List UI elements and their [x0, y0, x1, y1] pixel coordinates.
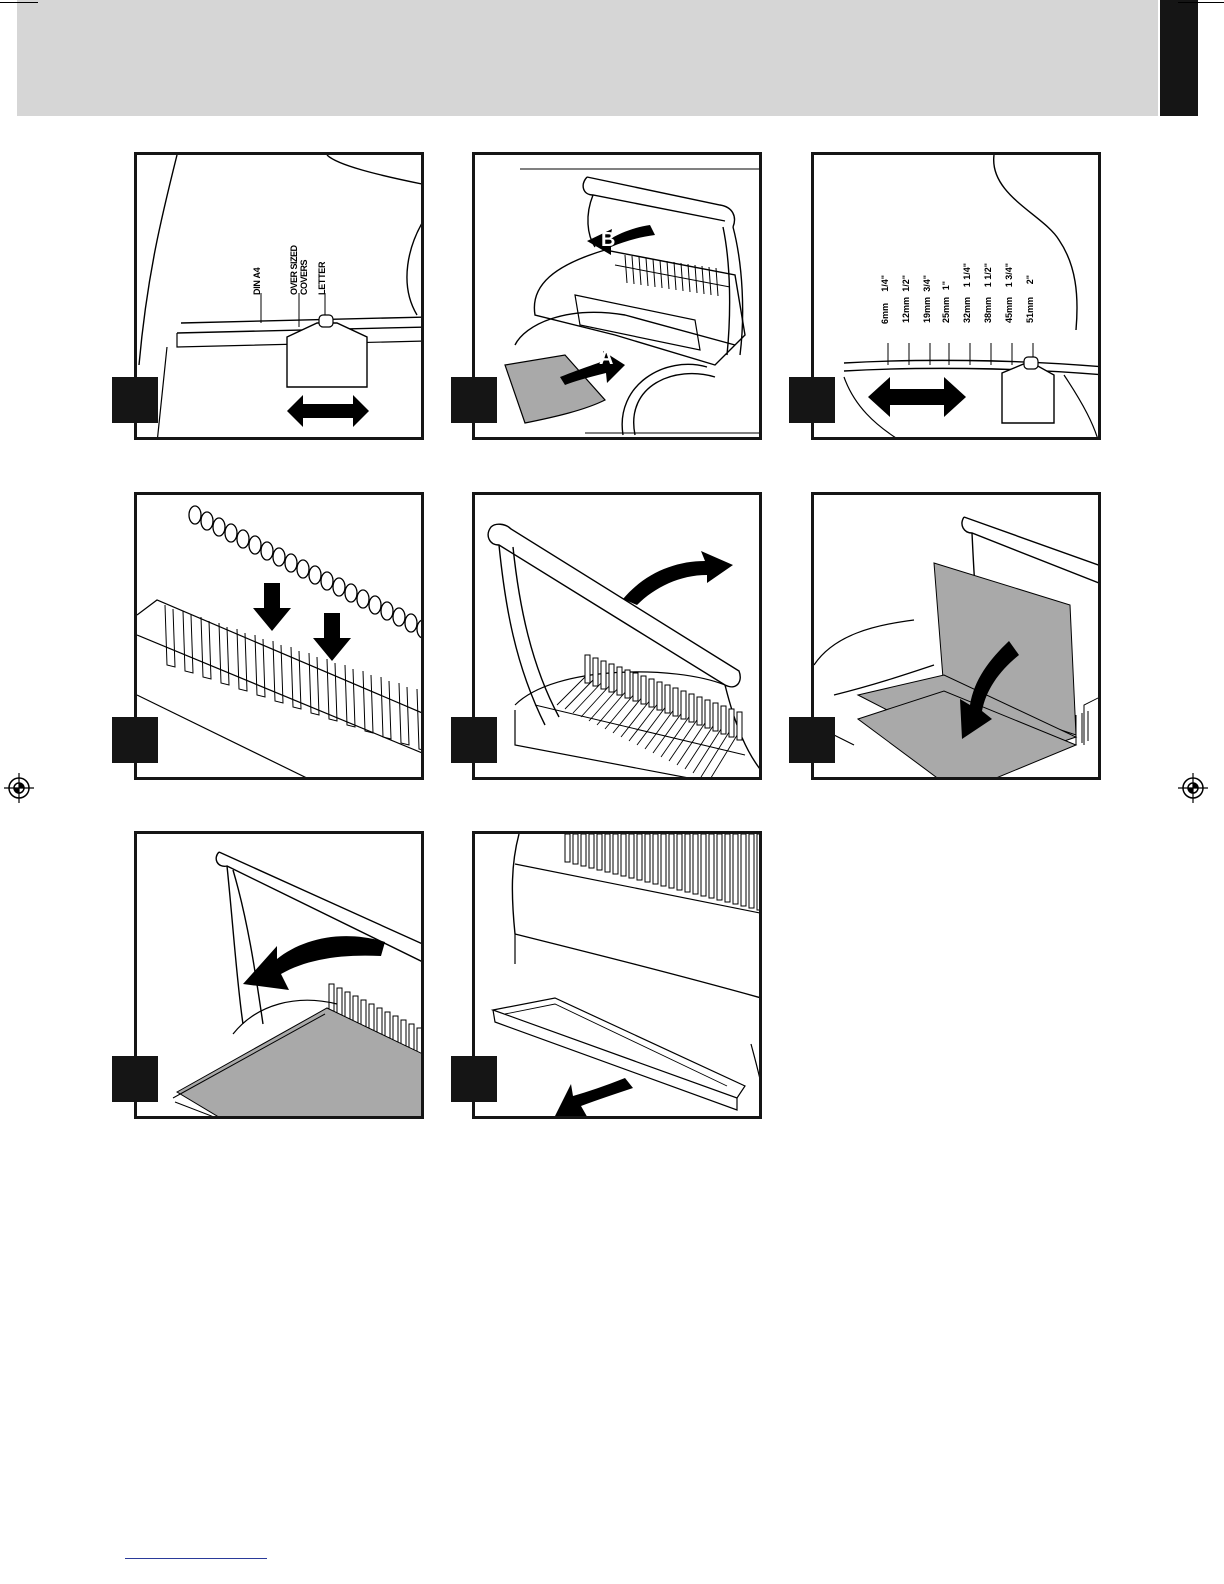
footer-rule: [125, 1558, 267, 1559]
registration-mark-right-icon: [1178, 773, 1208, 803]
double-arrow-icon: [814, 155, 1101, 440]
panel-7-close-comb: [134, 831, 424, 1119]
panel-5-open-comb: [472, 492, 762, 780]
step-badge-6: [789, 717, 835, 763]
panel-1-cover-size-guide: DIN A4 OVER SIZED COVERS LETTER: [134, 152, 424, 440]
step-badge-2: [451, 377, 497, 423]
panel-6-insert-pages: [811, 492, 1101, 780]
panel-7-illustration: [137, 834, 424, 1119]
panel-6-illustration: [814, 495, 1101, 780]
crop-mark-top-right: [1178, 2, 1224, 3]
header-band: [17, 0, 1158, 116]
step-badge-8: [451, 1056, 497, 1102]
header-tab: [1160, 0, 1198, 116]
panel-2-illustration: [475, 155, 762, 440]
registration-mark-left-icon: [4, 773, 34, 803]
panel-2-cover-insert: A B: [472, 152, 762, 440]
panel-4-illustration: [137, 495, 424, 780]
panel-3-diameter-guide: 6mm 12mm 19mm 25mm 32mm 38mm 45mm 51mm 1…: [811, 152, 1101, 440]
label-b: B: [601, 229, 615, 252]
panel-8-waste-drawer: [472, 831, 762, 1119]
panel-4-comb-placement: [134, 492, 424, 780]
step-badge-4: [112, 717, 158, 763]
label-a: A: [599, 347, 613, 370]
step-badge-3: [789, 377, 835, 423]
step-badge-1: [112, 377, 158, 423]
double-arrow-icon: [137, 155, 424, 440]
panel-5-illustration: [475, 495, 762, 780]
panel-8-illustration: [475, 834, 762, 1119]
crop-mark-top-left: [0, 2, 38, 3]
step-badge-7: [112, 1056, 158, 1102]
step-badge-5: [451, 717, 497, 763]
